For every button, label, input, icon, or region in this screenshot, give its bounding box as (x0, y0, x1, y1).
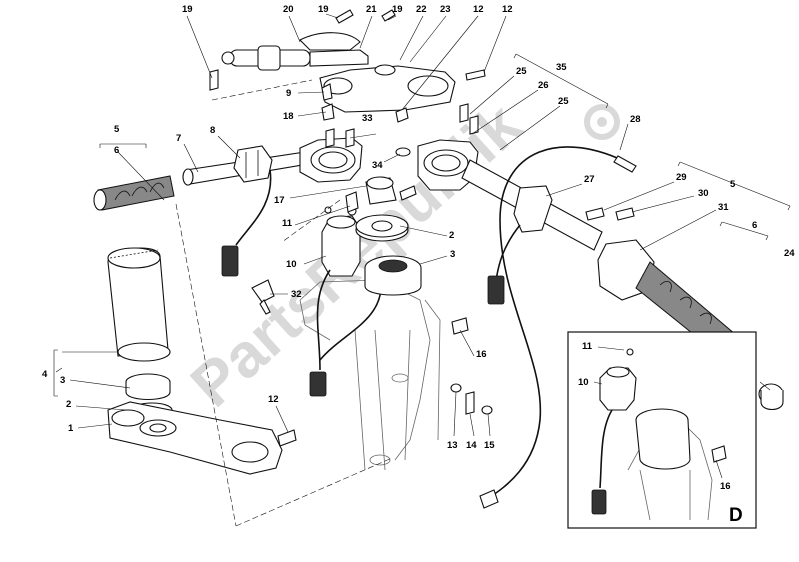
callout-1: 1 (68, 423, 74, 434)
bolts (209, 9, 635, 447)
callout-31: 31 (718, 202, 729, 213)
callout-6a: 6 (114, 145, 119, 156)
callout-25b: 25 (558, 96, 569, 107)
upper-triple-clamp (319, 64, 456, 113)
callout-3a: 3 (450, 249, 455, 260)
callout-11a: 11 (282, 218, 293, 229)
callout-19b: 19 (318, 4, 329, 15)
callout-16a: 16 (476, 349, 487, 360)
callout-3b: 3 (60, 375, 65, 386)
callout-33: 33 (362, 113, 373, 124)
alignment-lines (175, 79, 393, 527)
callout-19c: 19 (392, 4, 403, 15)
callout-2b: 2 (66, 399, 71, 410)
callout-12c: 12 (268, 394, 279, 405)
handlebar-left (182, 145, 309, 186)
fork-stem-assembly (107, 247, 173, 418)
group-brackets (53, 53, 791, 397)
callout-13: 13 (447, 440, 458, 451)
inset-letter-d: D (729, 505, 743, 526)
steering-damper (221, 32, 369, 71)
watermark: PartsRepublik (178, 90, 620, 420)
callout-18: 18 (283, 111, 294, 122)
callout-22: 22 (416, 4, 427, 15)
watermark-gear-icon (584, 104, 620, 140)
callout-5b: 5 (730, 179, 736, 190)
lower-triple-clamp (107, 401, 283, 475)
callout-10b: 10 (578, 377, 589, 388)
callout-12a: 12 (473, 4, 484, 15)
inset-box-d (567, 331, 757, 529)
left-grip (93, 175, 175, 211)
callout-4: 4 (42, 369, 48, 380)
callout-9: 9 (286, 88, 291, 99)
bar-end (758, 383, 784, 411)
callout-10a: 10 (286, 259, 297, 270)
key (251, 279, 275, 315)
callout-labels: 19 20 19 21 19 22 23 12 12 35 25 9 18 26… (42, 4, 795, 526)
callout-35: 35 (556, 62, 567, 73)
callout-32: 32 (291, 289, 302, 300)
callout-6b: 6 (752, 220, 757, 231)
callout-20: 20 (283, 4, 294, 15)
callout-11b: 11 (582, 341, 593, 352)
callout-29: 29 (676, 172, 687, 183)
callout-25a: 25 (516, 66, 527, 77)
callout-23: 23 (440, 4, 451, 15)
throttle-cable (479, 146, 637, 509)
callout-8: 8 (210, 125, 215, 136)
callout-14: 14 (466, 440, 477, 451)
callout-30: 30 (698, 188, 709, 199)
callout-19a: 19 (182, 4, 193, 15)
callout-28: 28 (630, 114, 641, 125)
callout-16b: 16 (720, 481, 731, 492)
callout-2a: 2 (449, 230, 454, 241)
callout-7: 7 (176, 133, 181, 144)
steering-head-parts (355, 176, 422, 296)
left-bar-clamp (299, 137, 363, 183)
callout-26: 26 (538, 80, 549, 91)
callout-12b: 12 (502, 4, 513, 15)
callout-34: 34 (372, 160, 383, 171)
fork-frame-outline (299, 279, 441, 471)
callout-17: 17 (274, 195, 285, 206)
callout-15: 15 (484, 440, 495, 451)
callout-24: 24 (784, 248, 795, 259)
leader-lines (55, 13, 771, 437)
callout-21: 21 (366, 4, 377, 15)
callout-27: 27 (584, 174, 595, 185)
callout-5a: 5 (114, 124, 120, 135)
